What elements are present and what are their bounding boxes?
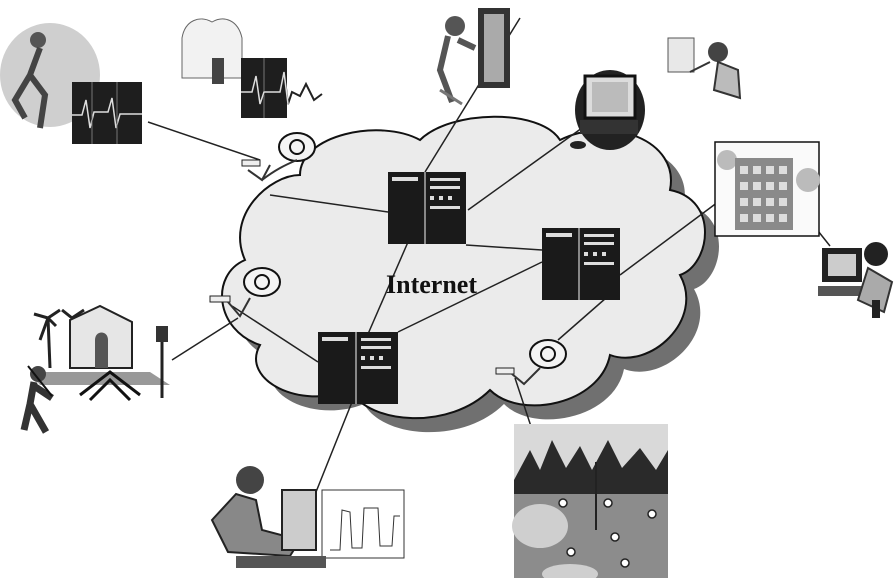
wireless-node-left bbox=[209, 267, 281, 318]
desktop-computer-icon bbox=[570, 70, 645, 150]
heart-monitor-ecg-icon bbox=[181, 18, 323, 118]
wireless-node-bottom-right bbox=[495, 339, 567, 386]
woman-at-computer-icon bbox=[818, 242, 894, 318]
server-top bbox=[388, 172, 466, 244]
presenter-at-board-icon bbox=[667, 37, 742, 100]
field-with-sensors-photo-icon bbox=[512, 424, 668, 578]
lab-technician-icon bbox=[436, 8, 510, 106]
server-right bbox=[542, 228, 620, 300]
man-at-computer-with-plot-icon bbox=[210, 466, 405, 568]
villa-with-palms-icon bbox=[30, 304, 170, 402]
wireless-node-top bbox=[241, 132, 316, 182]
running-patient-with-ecg-icon bbox=[0, 23, 142, 144]
hospital-building-icon bbox=[714, 141, 820, 237]
server-bottom-left bbox=[318, 332, 398, 404]
internet-label: Internet bbox=[386, 270, 477, 299]
walking-soldier-icon bbox=[20, 365, 54, 434]
